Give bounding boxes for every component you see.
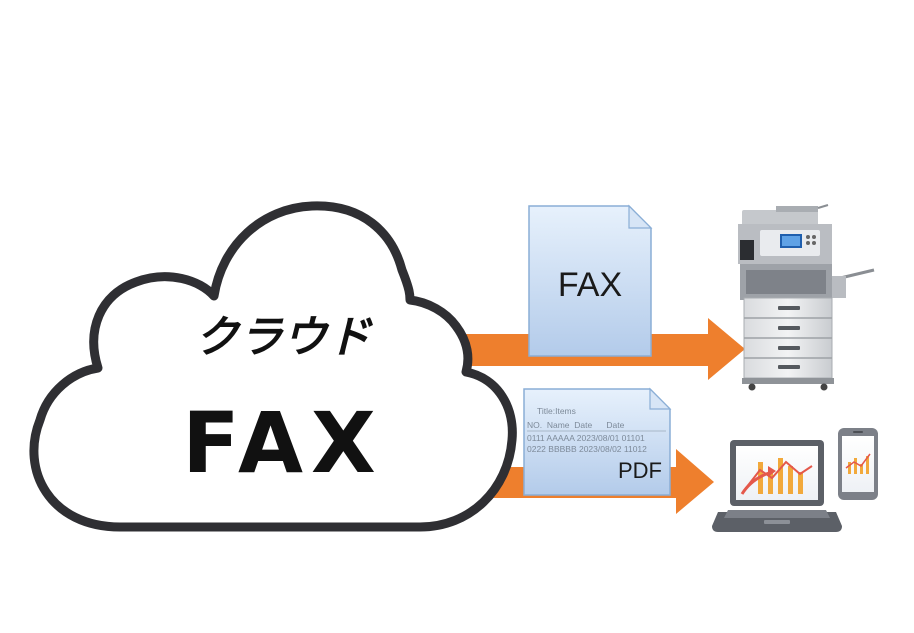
mini-chart-icon xyxy=(845,453,871,474)
cloud-title-line1: クラウド xyxy=(195,312,373,363)
cloud-icon: クラウド FAX xyxy=(29,201,517,532)
fax-document-label: FAX xyxy=(558,266,622,304)
laptop-icon xyxy=(712,440,842,532)
copier-printer-icon xyxy=(738,204,875,391)
pdf-preview-header: NO. Name Date Date xyxy=(527,420,625,430)
pdf-preview-title: Title:Items xyxy=(537,406,576,416)
pdf-document-icon: Title:Items NO. Name Date Date 0111 AAAA… xyxy=(523,387,672,496)
smartphone-icon xyxy=(838,428,878,500)
pdf-document-label: PDF xyxy=(618,458,662,483)
pdf-preview-row1: 0111 AAAAA 2023/08/01 01101 xyxy=(527,433,645,443)
bar-chart-icon xyxy=(740,458,813,495)
pdf-preview-row2: 0222 BBBBB 2023/08/02 11012 xyxy=(527,444,647,454)
fax-document-icon: FAX xyxy=(528,204,653,357)
cloud-title-line2: FAX xyxy=(182,394,384,492)
